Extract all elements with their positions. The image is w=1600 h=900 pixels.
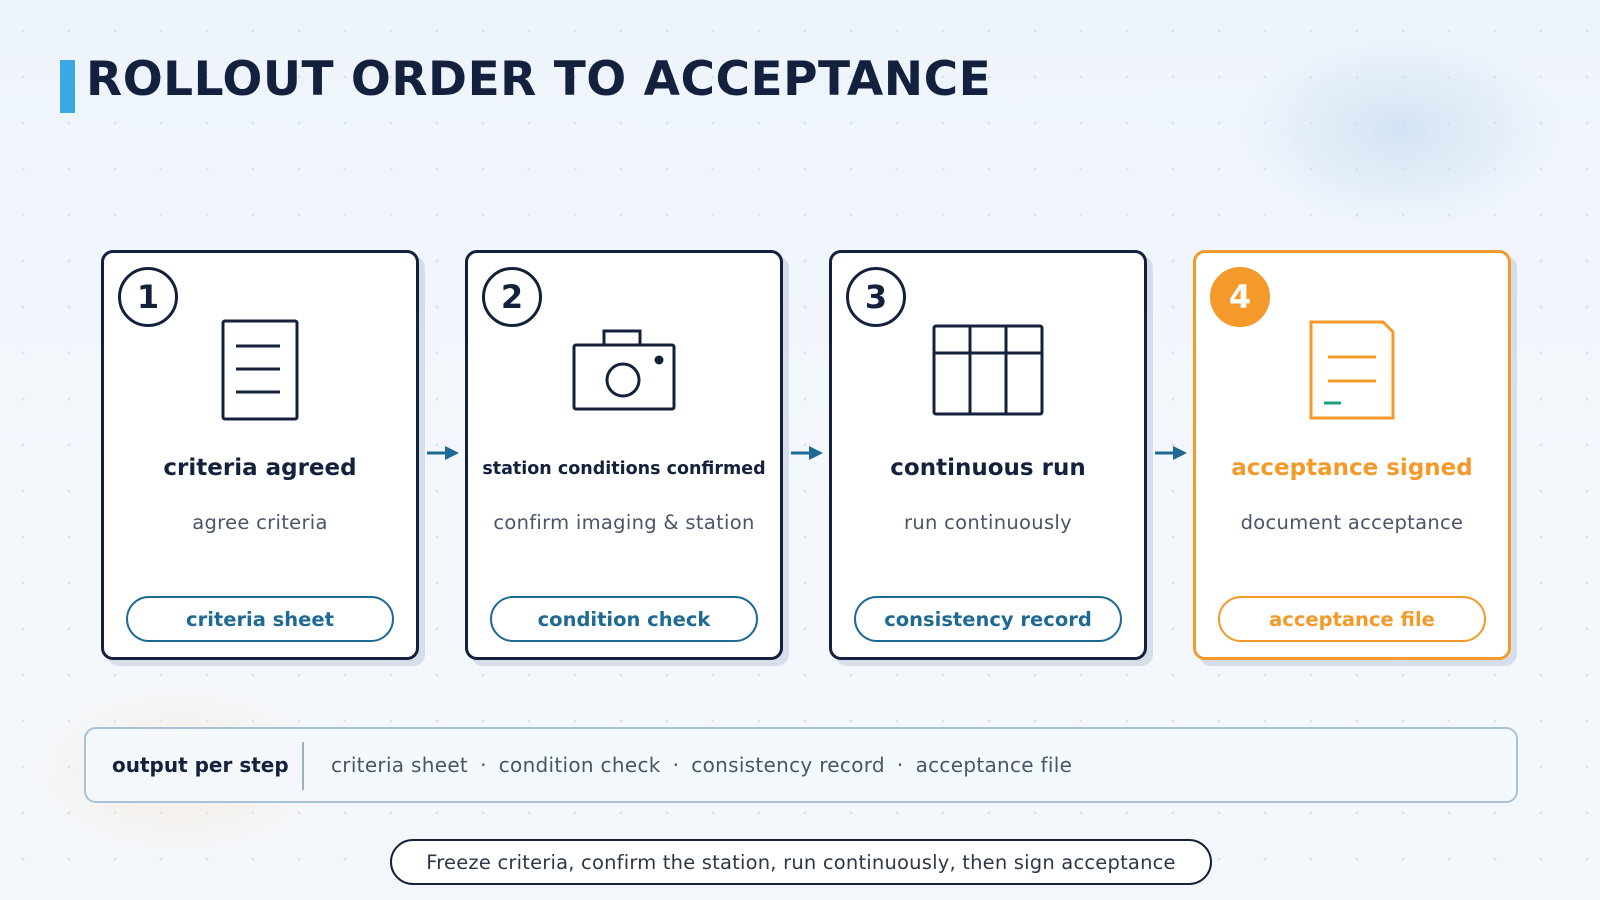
output-summary-panel: output per step criteria sheet · condition… xyxy=(84,727,1518,803)
output-summary-label: output per step xyxy=(112,753,289,777)
footer-summary: Freeze criteria, confirm the station, ru… xyxy=(390,839,1212,885)
step-card-3: 3 continuous run run continuously consis… xyxy=(829,250,1147,660)
output-item: acceptance file xyxy=(915,753,1073,777)
step-output-pill[interactable]: consistency record xyxy=(854,596,1122,642)
step-title: continuous run xyxy=(890,455,1086,481)
step-title: station conditions confirmed xyxy=(482,459,766,479)
signed-document-icon xyxy=(1309,320,1395,420)
arrow-right-icon xyxy=(791,446,823,460)
step-card-4: 4 acceptance signed document acceptance … xyxy=(1193,250,1511,660)
step-card-2: 2 station conditions confirmed confirm i… xyxy=(465,250,783,660)
step-number-badge: 2 xyxy=(482,267,542,327)
output-item: criteria sheet xyxy=(331,753,469,777)
background-glow xyxy=(1240,30,1560,230)
page-title: ROLLOUT ORDER TO ACCEPTANCE xyxy=(86,52,992,107)
step-title: criteria agreed xyxy=(163,455,357,481)
divider xyxy=(302,742,304,790)
arrow-right-icon xyxy=(427,446,459,460)
step-output-pill[interactable]: acceptance file xyxy=(1218,596,1486,642)
step-subtitle: run continuously xyxy=(904,511,1072,534)
step-title: acceptance signed xyxy=(1231,455,1473,481)
output-item: condition check xyxy=(498,753,661,777)
title-accent-bar xyxy=(60,60,75,113)
step-subtitle: confirm imaging & station xyxy=(493,511,755,534)
step-subtitle: document acceptance xyxy=(1240,511,1464,534)
output-item: consistency record xyxy=(691,753,885,777)
separator: · xyxy=(672,753,680,777)
step-subtitle: agree criteria xyxy=(192,511,328,534)
camera-icon xyxy=(572,329,676,411)
step-output-pill[interactable]: criteria sheet xyxy=(126,596,394,642)
table-icon xyxy=(932,324,1044,416)
output-summary-list: criteria sheet · condition check · consisten… xyxy=(331,753,1072,777)
document-icon xyxy=(221,319,299,421)
separator: · xyxy=(480,753,487,777)
arrow-right-icon xyxy=(1155,446,1187,460)
step-card-1: 1 criteria agreed agree criteria criteri… xyxy=(101,250,419,660)
separator: · xyxy=(896,753,904,777)
step-number-badge: 1 xyxy=(118,267,178,327)
step-number-badge: 3 xyxy=(846,267,906,327)
step-output-pill[interactable]: condition check xyxy=(490,596,758,642)
step-number-badge: 4 xyxy=(1210,267,1270,327)
